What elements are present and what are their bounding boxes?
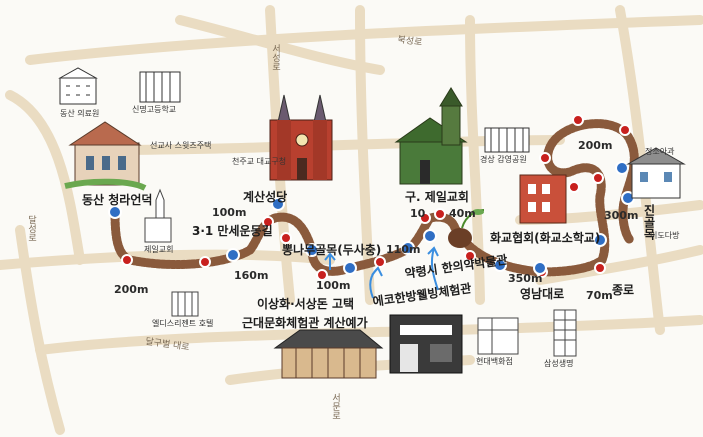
samsung-building bbox=[553, 309, 577, 357]
label-samsung: 삼성생명 bbox=[544, 359, 574, 368]
label-dongsan-cheongna: 동산 청라언덕 bbox=[82, 193, 153, 207]
marker-blue bbox=[226, 248, 240, 262]
distance-100m-bottom: 100m bbox=[316, 279, 351, 292]
eco-health-building bbox=[389, 314, 463, 374]
label-modern-culture-hall: 근대문화체험관 계산예가 bbox=[242, 316, 368, 330]
marker-red bbox=[280, 232, 292, 244]
marker-red bbox=[121, 254, 133, 266]
marker-blue bbox=[493, 258, 507, 272]
gyeongsang-building bbox=[484, 127, 530, 153]
dongsan-hospital-building bbox=[58, 67, 98, 105]
label-midabang: 미도다방 bbox=[650, 231, 680, 240]
hwagyo-school-building bbox=[519, 174, 567, 224]
jeong-clinic-building bbox=[626, 147, 686, 199]
label-dongsan-hospital: 동산 의료원 bbox=[60, 109, 100, 118]
marker-blue bbox=[533, 261, 547, 275]
distance-40m: 40m bbox=[449, 207, 476, 220]
label-missionary-house: 선교사 스윗즈주택 bbox=[150, 141, 212, 150]
label-samil-stairs: 3·1 만세운동길 bbox=[192, 224, 273, 238]
marker-red bbox=[419, 212, 431, 224]
label-cathedral-office: 천주교 대교구청 bbox=[232, 157, 287, 166]
marker-red bbox=[374, 256, 386, 268]
medicine-pot bbox=[448, 209, 485, 248]
marker-red bbox=[592, 172, 604, 184]
sinmyeong-school-building bbox=[139, 71, 181, 103]
marker-red bbox=[568, 181, 580, 193]
distance-200m-top: 200m bbox=[578, 139, 613, 152]
marker-blue bbox=[401, 241, 415, 255]
label-jingolmok: 진골목 bbox=[642, 204, 656, 240]
cheongna-house bbox=[64, 121, 147, 191]
stop-markers bbox=[108, 114, 635, 281]
marker-red bbox=[619, 124, 631, 136]
label-jongno: 종로 bbox=[612, 283, 635, 297]
label-jeong-clinic: 정소아과 bbox=[645, 147, 675, 156]
marker-blue bbox=[305, 243, 319, 257]
jeil-church-small bbox=[144, 188, 172, 243]
label-hwagyo-school: 화교협회(화교소학교) bbox=[490, 231, 601, 245]
label-bbongnamu: 뽕나무골목(두사충) bbox=[282, 243, 382, 257]
marker-red bbox=[316, 269, 328, 281]
marker-red bbox=[108, 205, 122, 219]
distance-200m-left: 200m bbox=[114, 283, 149, 296]
marker-blue bbox=[615, 161, 629, 175]
direction-arrows bbox=[324, 246, 439, 299]
hanok-house bbox=[273, 329, 384, 379]
distance-110m: 110m bbox=[386, 243, 421, 256]
marker-red bbox=[434, 208, 446, 220]
hotel-building bbox=[171, 291, 199, 317]
marker-blue bbox=[343, 261, 357, 275]
marker-red bbox=[262, 216, 274, 228]
distance-300m: 300m bbox=[604, 209, 639, 222]
distance-70m: 70m bbox=[586, 289, 613, 302]
distance-160m: 160m bbox=[234, 269, 269, 282]
marker-red bbox=[539, 152, 551, 164]
label-gyesan-cathedral: 계산성당 bbox=[243, 190, 288, 204]
marker-red bbox=[594, 262, 606, 274]
label-lee-sangwha-house: 이상화·서상돈 고택 bbox=[257, 297, 355, 311]
marker-red bbox=[464, 250, 476, 262]
distance-350m: 350m bbox=[508, 272, 543, 285]
label-sinmyeong-school: 신명고등학교 bbox=[132, 105, 177, 114]
label-hotel: 엘디스리젠트 호텔 bbox=[152, 319, 214, 328]
road-daldeongro: 달성로 bbox=[26, 215, 36, 242]
label-hyundai-dept: 현대백화점 bbox=[476, 357, 513, 366]
label-gyeongsang-gamyeong: 경상 감영공원 bbox=[480, 155, 527, 164]
hyundai-dept-building bbox=[477, 317, 519, 355]
gyesan-cathedral bbox=[269, 94, 333, 181]
distance-10: 10 bbox=[410, 207, 426, 220]
label-jeil-church: 제일교회 bbox=[144, 245, 174, 254]
marker-blue bbox=[593, 233, 607, 247]
marker-blue bbox=[423, 229, 437, 243]
marker-red bbox=[199, 256, 211, 268]
label-yeongnam-daero: 영남대로 bbox=[520, 287, 565, 301]
road-seoseongro: 서성로 bbox=[270, 44, 280, 71]
label-old-jeil-church: 구. 제일교회 bbox=[405, 190, 469, 204]
marker-blue bbox=[271, 197, 285, 211]
road-midang: 서문로 bbox=[330, 393, 340, 420]
old-jeil-church bbox=[394, 87, 468, 185]
distance-100m-gyesan: 100m bbox=[212, 206, 247, 219]
marker-red bbox=[572, 114, 584, 126]
